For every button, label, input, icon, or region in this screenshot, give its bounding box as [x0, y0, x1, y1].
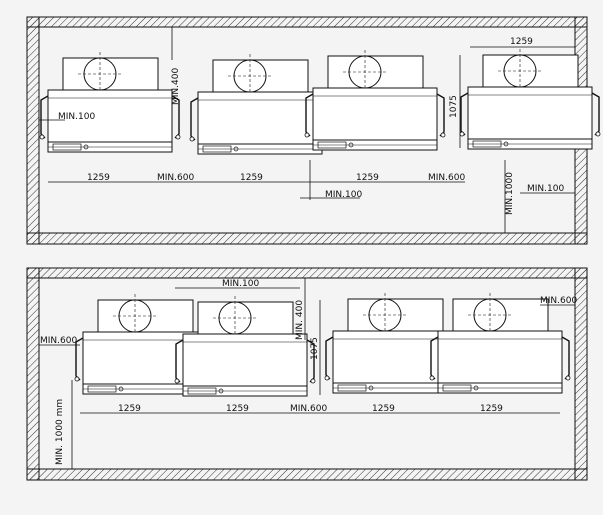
dim-min-600-a: MIN.600	[157, 173, 194, 183]
top-unit-2	[189, 53, 331, 155]
top-unit-3	[304, 49, 446, 151]
dim-min-400: MIN.400	[171, 68, 181, 105]
dim-1259-b-bottom: 1259	[226, 404, 249, 414]
dim-1075-bottom: 1075	[310, 337, 320, 360]
bottom-unit-4	[429, 292, 571, 394]
dim-1075: 1075	[449, 95, 459, 118]
dim-1259-b: 1259	[240, 173, 263, 183]
dim-min-1000-mm: MIN. 1000 mm	[55, 399, 65, 465]
top-wall-back	[26, 16, 588, 28]
top-wall-front	[26, 232, 588, 245]
dim-1259-a-bottom: 1259	[118, 404, 141, 414]
dim-min-600-right: MIN.600	[540, 296, 577, 306]
dim-1259-c-bottom: 1259	[372, 404, 395, 414]
dim-1259-c: 1259	[356, 173, 379, 183]
bottom-wall-front	[26, 468, 588, 481]
bottom-wall-back	[26, 267, 588, 279]
bottom-wall-left	[26, 267, 40, 481]
dim-min-600-left: MIN.600	[40, 336, 77, 346]
dim-min-100-bottom: MIN.100	[325, 190, 362, 200]
dim-min-100-right: MIN.100	[527, 184, 564, 194]
dim-min-100-left: MIN.100	[58, 112, 95, 122]
bottom-plan: MIN.600 MIN. 1000 mm MIN.100 MIN. 400 10…	[26, 267, 588, 481]
dim-min-600-bottom: MIN.600	[290, 404, 327, 414]
dim-min-600-b: MIN.600	[428, 173, 465, 183]
top-wall-left	[26, 16, 40, 245]
dim-min-400: MIN. 400	[295, 300, 305, 340]
top-plan: MIN.400 MIN.100 1259 MIN.600 1259 1259 M…	[26, 16, 601, 245]
bottom-unit-2	[174, 295, 316, 397]
dim-1259-a: 1259	[87, 173, 110, 183]
top-unit-1	[39, 51, 181, 153]
dim-1259-d-bottom: 1259	[480, 404, 503, 414]
dim-min-100-top: MIN.100	[222, 279, 259, 289]
dim-min-1000: MIN.1000	[505, 172, 515, 215]
dim-1259-top: 1259	[510, 37, 533, 47]
